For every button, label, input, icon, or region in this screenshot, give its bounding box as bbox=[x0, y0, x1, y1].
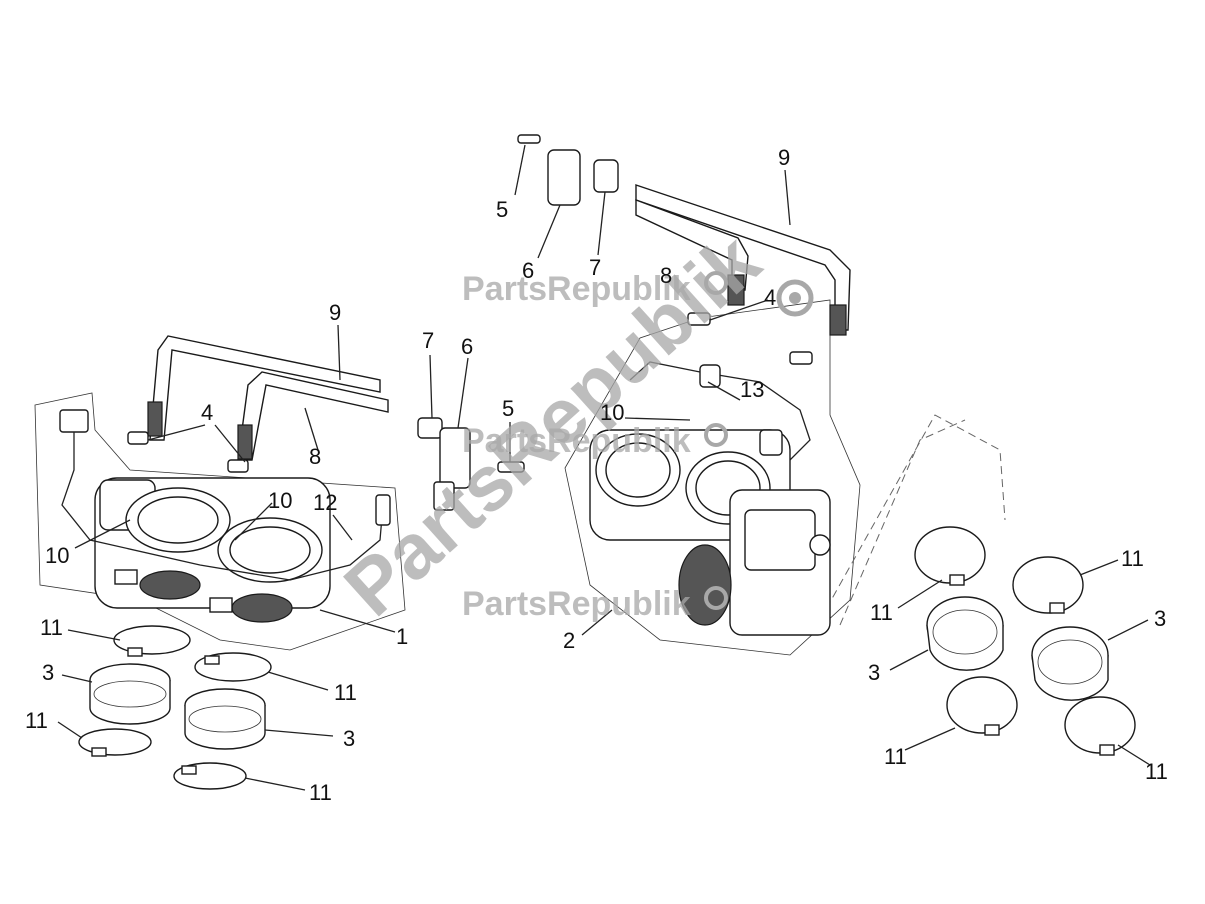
callout-5-top: 5 bbox=[496, 197, 508, 222]
callout-3-left-lower: 3 bbox=[343, 726, 355, 751]
left-vacuum-tubes bbox=[127, 335, 389, 473]
callout-10-left-upper: 10 bbox=[268, 488, 292, 513]
callout-11-c: 11 bbox=[25, 708, 48, 733]
callout-3-right-lower: 3 bbox=[868, 660, 880, 685]
callout-7-center: 7 bbox=[422, 328, 434, 353]
watermark-gear-icon-3 bbox=[704, 423, 728, 447]
top-sensors bbox=[517, 134, 619, 206]
left-throttle-body bbox=[59, 409, 391, 623]
callout-11-b: 11 bbox=[334, 680, 357, 705]
callout-3-right-upper: 3 bbox=[1154, 606, 1166, 631]
callout-11-f: 11 bbox=[870, 600, 893, 625]
callout-11-g: 11 bbox=[884, 744, 907, 769]
callout-7-top: 7 bbox=[589, 255, 601, 280]
callout-8-left: 8 bbox=[309, 444, 321, 469]
callout-8-right: 8 bbox=[660, 263, 672, 288]
right-throttle-body bbox=[589, 361, 831, 636]
callout-11-d: 11 bbox=[309, 780, 332, 805]
right-clamps-and-boots bbox=[914, 526, 1136, 756]
callout-3-left-upper: 3 bbox=[42, 660, 54, 685]
watermark-middle: PartsRepublik bbox=[462, 422, 691, 460]
leader-lines bbox=[57, 144, 1151, 791]
right-vacuum-tubes bbox=[635, 184, 851, 365]
watermark-bottom: PartsRepublik bbox=[462, 585, 691, 623]
left-clamps-and-boots bbox=[78, 625, 272, 790]
callout-10-right: 10 bbox=[600, 400, 624, 425]
callout-9-right: 9 bbox=[778, 145, 790, 170]
callout-1: 1 bbox=[396, 624, 408, 649]
callout-11-h: 11 bbox=[1145, 759, 1168, 784]
callout-12: 12 bbox=[313, 490, 337, 515]
callout-labels: 1 2 3 3 3 3 4 4 5 5 6 6 7 7 8 8 9 9 10 1… bbox=[25, 145, 1168, 805]
callout-6-center: 6 bbox=[461, 334, 473, 359]
watermark-gear-icon-1 bbox=[776, 279, 814, 317]
watermark-gear-icon-4 bbox=[704, 586, 728, 610]
callout-5-center: 5 bbox=[502, 396, 514, 421]
callout-6-top: 6 bbox=[522, 258, 534, 283]
callout-4-left: 4 bbox=[201, 400, 213, 425]
watermark-top: PartsRepublik bbox=[462, 270, 691, 308]
callout-2: 2 bbox=[563, 628, 575, 653]
watermark-gear-icon-2 bbox=[704, 271, 728, 295]
callout-4-right: 4 bbox=[764, 285, 776, 310]
callout-10-left-lower: 10 bbox=[45, 543, 69, 568]
callout-11-e: 11 bbox=[1121, 546, 1144, 571]
center-sensors bbox=[417, 417, 525, 511]
callout-11-a: 11 bbox=[40, 615, 63, 640]
callout-9-left: 9 bbox=[329, 300, 341, 325]
callout-13: 13 bbox=[740, 377, 764, 402]
